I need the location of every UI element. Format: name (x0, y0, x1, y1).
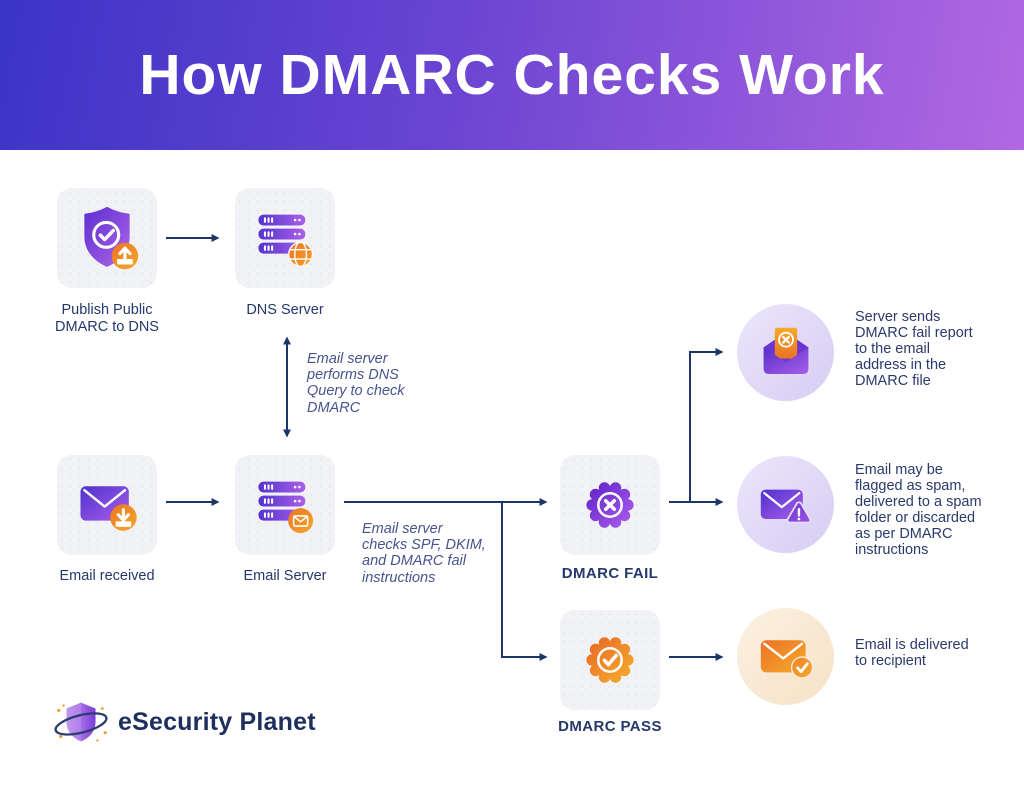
annotation-dns-query: Email server performs DNS Query to check… (307, 351, 405, 416)
outcome-spam-text: Email may be flagged as spam, delivered … (855, 462, 982, 558)
label-email-server: Email Server (243, 568, 327, 584)
outcome-delivered-circle (737, 608, 834, 705)
outcome-fail-report-circle (737, 304, 834, 401)
node-dmarc-pass (560, 610, 660, 710)
arrow-fail-to-report (689, 348, 724, 502)
label-email-received: Email received (59, 568, 155, 584)
node-email-server (235, 455, 335, 555)
shield-check-upload-icon (84, 206, 139, 270)
server-globe-icon (258, 214, 314, 267)
node-dns-server (235, 188, 335, 288)
label-dmarc-fail: DMARC FAIL (561, 565, 659, 582)
annotation-server-checks: Email server checks SPF, DKIM, and DMARC… (362, 521, 486, 586)
brand-logo: eSecurity Planet (52, 697, 316, 747)
esecurity-planet-shield-icon (54, 702, 108, 742)
outcome-fail-report-text: Server sends DMARC fail report to the em… (855, 309, 973, 389)
envelope-spam-warning-icon (760, 489, 811, 523)
label-publish-dmarc: Publish Public DMARC to DNS (55, 302, 159, 336)
label-dns-server: DNS Server (246, 302, 324, 318)
outcome-delivered-text: Email is delivered to recipient (855, 637, 969, 669)
fail-seal-icon (586, 482, 634, 528)
page-title: How DMARC Checks Work (139, 43, 885, 107)
envelope-delivered-icon (760, 639, 813, 679)
node-publish-dmarc (57, 188, 157, 288)
envelope-download-icon (80, 486, 137, 531)
server-envelope-icon (258, 481, 314, 534)
envelope-fail-report-icon (763, 327, 808, 374)
outcome-spam-circle (737, 456, 834, 553)
node-dmarc-fail (560, 455, 660, 555)
pass-seal-icon (586, 637, 634, 683)
brand-wordmark: eSecurity Planet (118, 707, 316, 736)
label-dmarc-pass: DMARC PASS (558, 718, 662, 735)
header-banner: How DMARC Checks Work (0, 0, 1024, 150)
node-email-received (57, 455, 157, 555)
